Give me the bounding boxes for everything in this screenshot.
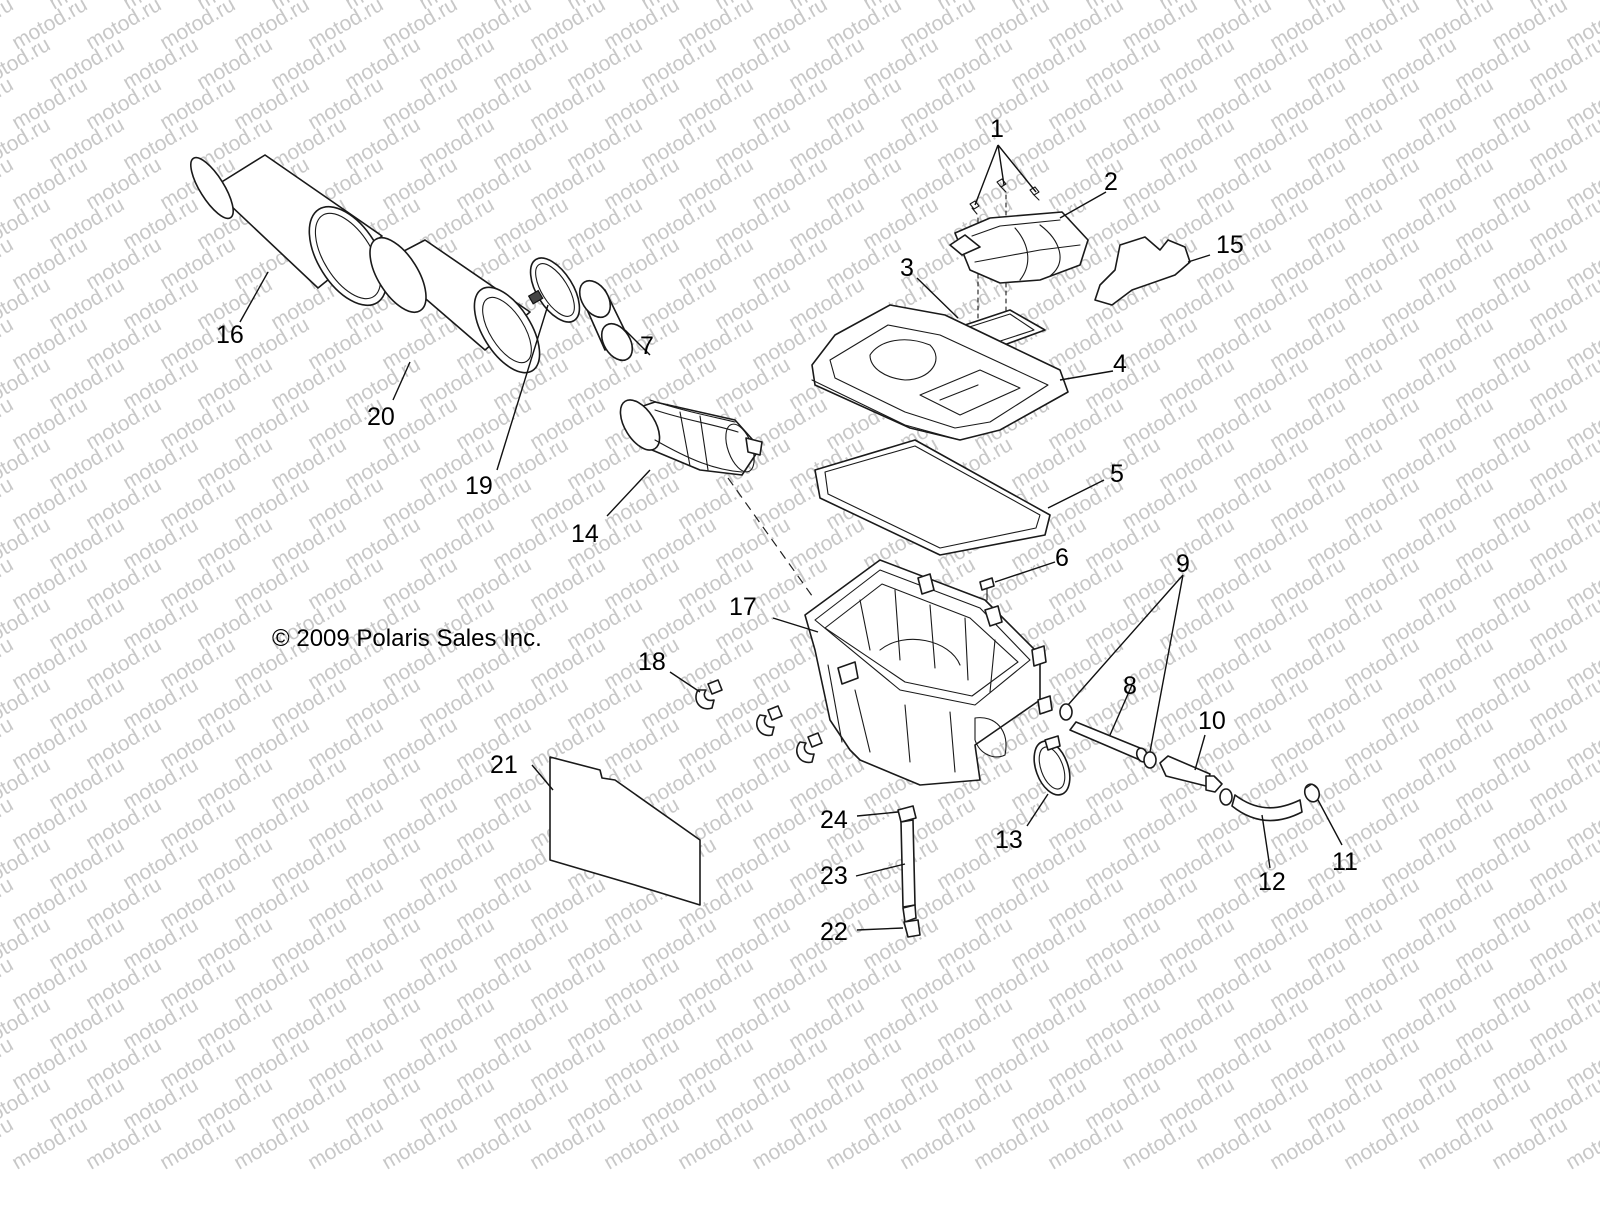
part-22-drain-valve bbox=[902, 904, 921, 938]
part-4-airbox-cover bbox=[811, 304, 1069, 441]
part-13-clamp bbox=[1033, 735, 1071, 796]
part-11-plug bbox=[1303, 783, 1321, 803]
part-15-decal bbox=[1094, 236, 1191, 306]
callout-24: 24 bbox=[820, 806, 848, 834]
alignment-line bbox=[727, 477, 816, 601]
callout-3: 3 bbox=[900, 254, 914, 282]
part-17-airbox-housing bbox=[804, 559, 1053, 786]
part-24-cap bbox=[897, 805, 917, 823]
part-10-check-valve bbox=[1159, 755, 1233, 806]
part-14-intake-boot bbox=[619, 399, 763, 476]
callout-21: 21 bbox=[490, 751, 518, 779]
callout-23: 23 bbox=[820, 862, 848, 890]
part-16-prefilter-sleeve bbox=[190, 154, 388, 307]
callout-20: 20 bbox=[367, 403, 395, 431]
part-21-decal bbox=[549, 756, 701, 906]
callout-2: 2 bbox=[1104, 168, 1118, 196]
copyright-notice: © 2009 Polaris Sales Inc. bbox=[272, 625, 542, 652]
callout-19: 19 bbox=[465, 472, 493, 500]
part-23-drain-tube bbox=[900, 819, 916, 908]
callout-22: 22 bbox=[820, 918, 848, 946]
callout-13: 13 bbox=[995, 826, 1023, 854]
callout-16: 16 bbox=[216, 321, 244, 349]
callout-labels: 1 2 3 4 5 6 7 8 9 10 11 12 13 14 15 16 1… bbox=[216, 115, 1358, 946]
part-12-hose bbox=[1231, 794, 1303, 822]
callout-9: 9 bbox=[1176, 550, 1190, 578]
part-19-hose-clamp bbox=[527, 257, 581, 323]
callout-8: 8 bbox=[1123, 672, 1137, 700]
callout-14: 14 bbox=[571, 520, 599, 548]
part-7-coupler-ring bbox=[578, 279, 634, 362]
callout-1: 1 bbox=[990, 115, 1004, 143]
part-20-air-filter bbox=[369, 237, 541, 374]
callout-10: 10 bbox=[1198, 707, 1226, 735]
watermark-text: motod.ru bbox=[1562, 1113, 1600, 1174]
callout-17: 17 bbox=[729, 593, 757, 621]
callout-15: 15 bbox=[1216, 231, 1244, 259]
callout-11: 11 bbox=[1332, 848, 1358, 876]
callout-7: 7 bbox=[640, 332, 654, 360]
callout-6: 6 bbox=[1055, 544, 1069, 572]
part-18-clips bbox=[695, 679, 823, 764]
callout-12: 12 bbox=[1258, 868, 1286, 896]
callout-5: 5 bbox=[1110, 460, 1124, 488]
callout-18: 18 bbox=[638, 648, 666, 676]
callout-4: 4 bbox=[1113, 350, 1127, 378]
part-5-seal bbox=[814, 439, 1051, 556]
leader-lines bbox=[239, 144, 1343, 931]
part-6-bolt bbox=[979, 577, 995, 601]
part-2-snorkel-cover bbox=[949, 211, 1089, 284]
